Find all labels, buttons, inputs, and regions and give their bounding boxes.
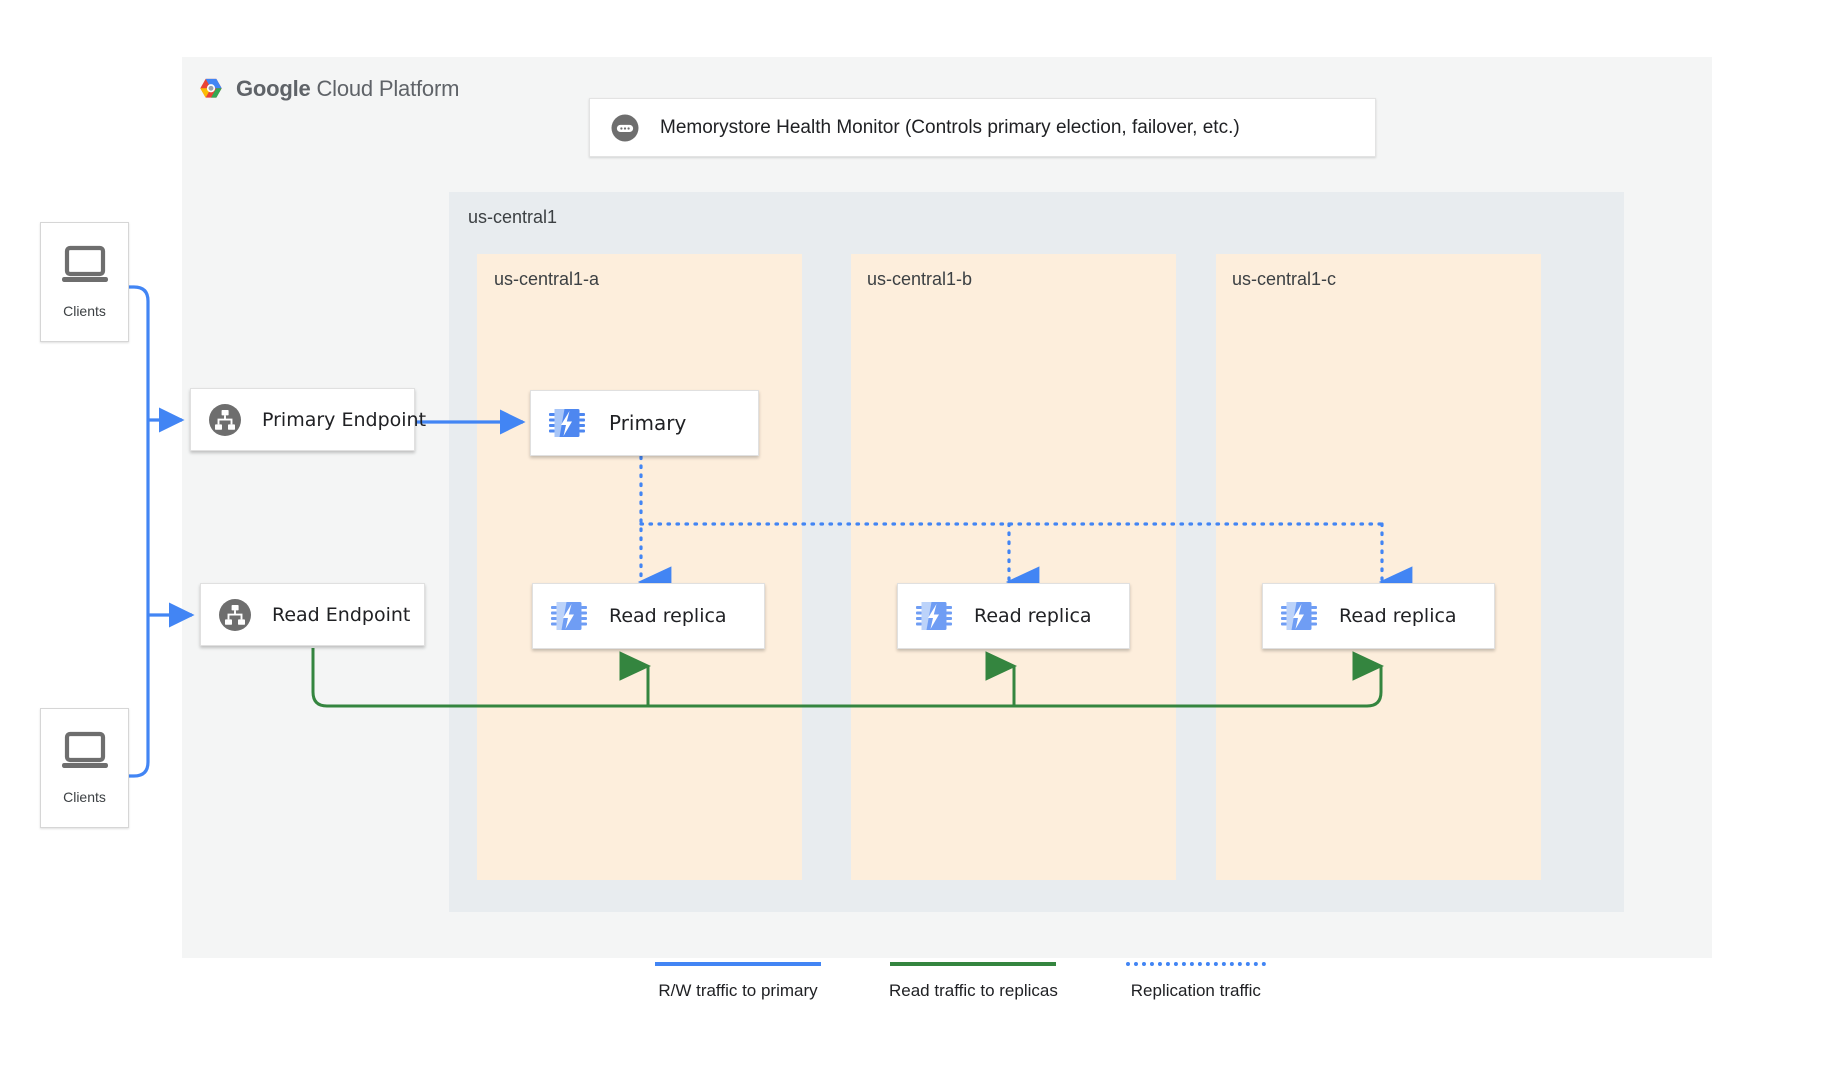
legend-swatch-read: [890, 962, 1057, 966]
legend: R/W traffic to primary Read traffic to r…: [655, 962, 1266, 1001]
legend-swatch-rw: [655, 962, 821, 966]
endpoint-network-icon: [219, 598, 251, 631]
legend-label-replication: Replication traffic: [1130, 981, 1261, 1000]
health-monitor-label: Memorystore Health Monitor (Controls pri…: [660, 116, 1240, 138]
legend-item-rw-traffic: R/W traffic to primary: [655, 962, 821, 1001]
client-label-top: Clients: [63, 303, 106, 319]
gcp-logo: Google Cloud Platform: [196, 74, 459, 104]
memorystore-chip-icon: [551, 602, 587, 630]
read-replica-label-c: Read replica: [1339, 605, 1457, 627]
client-label-bottom: Clients: [63, 789, 106, 805]
zone-label-a: us-central1-a: [494, 269, 600, 289]
region-label: us-central1: [468, 207, 558, 227]
wire-clients-bus: [129, 285, 150, 778]
memorystore-chip-icon: [549, 409, 585, 437]
gcp-logo-text: Google Cloud Platform: [236, 76, 459, 102]
zone-box-us-central1-a: [477, 254, 802, 880]
client-box-top: Clients: [40, 222, 129, 342]
legend-swatch-replication: [1125, 962, 1266, 966]
zone-label-b: us-central1-b: [867, 269, 973, 289]
client-box-bottom: Clients: [40, 708, 129, 828]
legend-item-read-traffic: Read traffic to replicas: [889, 962, 1058, 1001]
laptop-icon: [61, 731, 108, 768]
primary-endpoint-label: Primary Endpoint: [262, 408, 427, 431]
primary-node-label: Primary: [609, 411, 687, 435]
read-endpoint-label: Read Endpoint: [272, 603, 411, 626]
gcp-logo-text-light: Cloud Platform: [310, 76, 460, 101]
legend-item-replication-traffic: Replication traffic: [1125, 962, 1266, 1001]
health-monitor-icon: [611, 114, 639, 141]
gcp-logo-text-bold: Google: [236, 76, 311, 101]
primary-endpoint-node[interactable]: Primary Endpoint: [190, 388, 426, 451]
zone-label-c: us-central1-c: [1232, 269, 1337, 289]
gcp-hexagon-logo-icon: [200, 78, 222, 98]
memorystore-chip-icon: [1281, 602, 1317, 630]
endpoint-network-icon: [209, 403, 241, 436]
legend-label-rw: R/W traffic to primary: [658, 981, 818, 1000]
health-monitor-card: Memorystore Health Monitor (Controls pri…: [589, 98, 1376, 157]
read-replica-node-b[interactable]: Read replica: [897, 583, 1130, 649]
memorystore-chip-icon: [916, 602, 952, 630]
zone-box-us-central1-c: [1216, 254, 1541, 880]
legend-label-read: Read traffic to replicas: [889, 981, 1058, 1000]
read-replica-node-a[interactable]: Read replica: [532, 583, 765, 649]
read-replica-label-b: Read replica: [974, 605, 1092, 627]
read-endpoint-node[interactable]: Read Endpoint: [200, 583, 425, 646]
laptop-icon: [61, 245, 108, 282]
primary-node[interactable]: Primary: [530, 390, 759, 456]
read-replica-node-c[interactable]: Read replica: [1262, 583, 1495, 649]
zone-box-us-central1-b: [851, 254, 1176, 880]
read-replica-label-a: Read replica: [609, 605, 727, 627]
